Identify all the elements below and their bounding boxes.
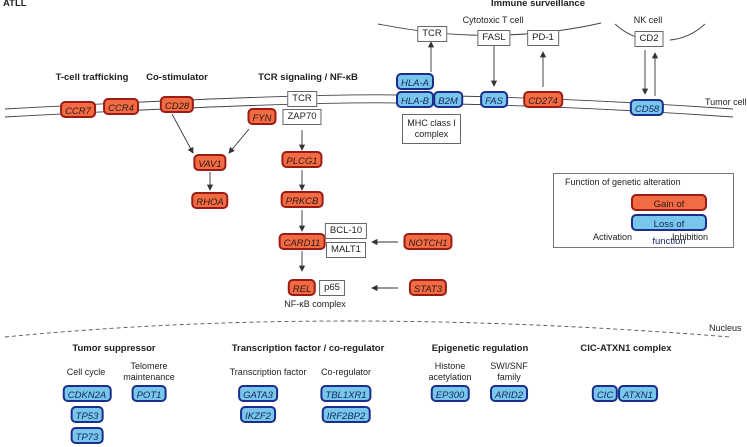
arrow-fyn-vav1	[228, 128, 250, 154]
mhc-class-i-complex: MHC class I complex	[402, 114, 461, 144]
box-zap70: ZAP70	[282, 109, 322, 125]
gene-prkcb: PRKCB	[280, 191, 324, 208]
gene-gata3: GATA3	[238, 385, 278, 402]
gene-pot1: POT1	[131, 385, 167, 402]
figure-title: ATLL	[3, 0, 27, 9]
mhc-label-line1: MHC class I	[407, 118, 456, 128]
label-telomere-2: maintenance	[123, 372, 175, 382]
gene-cic: CIC	[591, 385, 619, 402]
gene-cd274: CD274	[523, 91, 563, 108]
label-cell-cycle: Cell cycle	[66, 367, 106, 377]
gene-rel: REL	[287, 279, 317, 296]
box-cd2: CD2	[634, 31, 664, 47]
gene-irf2bp2: IRF2BP2	[321, 406, 371, 423]
label-histone-1: Histone	[434, 361, 466, 371]
gene-ep300: EP300	[430, 385, 470, 402]
section-transcription: Transcription factor / co-regulator	[231, 343, 385, 354]
box-fasl: FASL	[477, 30, 511, 46]
gene-arid2: ARID2	[490, 385, 528, 402]
legend: Function of genetic alteration Gain of f…	[553, 173, 734, 248]
label-histone-2: acetylation	[428, 372, 472, 382]
cytotoxic-t-cell-label: Cytotoxic T cell	[462, 15, 524, 25]
gene-rhoa: RHOA	[191, 192, 229, 209]
box-tcr-tumor: TCR	[287, 91, 317, 107]
gene-tp73: TP73	[70, 427, 104, 444]
nk-cell-label: NK cell	[633, 15, 663, 25]
section-tumor-suppressor: Tumor suppressor	[72, 343, 156, 354]
gene-card11: CARD11	[278, 233, 326, 250]
box-bcl10: BCL-10	[324, 223, 368, 239]
label-transcription-factor: Transcription factor	[229, 367, 307, 377]
arrow-cd28-vav1	[171, 113, 194, 154]
legend-title: Function of genetic alteration	[565, 177, 681, 187]
box-tcr-ctl: TCR	[417, 26, 447, 42]
gene-cd28: CD28	[159, 96, 195, 113]
gene-ikzf2: IKZF2	[240, 406, 276, 423]
label-swisnf-2: family	[497, 372, 521, 382]
tumor-cell-label: Tumor cell	[705, 97, 747, 107]
gene-fas: FAS	[480, 91, 508, 108]
gene-hla-a: HLA-A	[396, 73, 434, 90]
label-telomere-1: Telomere	[130, 361, 168, 371]
box-p65: p65	[319, 280, 345, 296]
gene-tp53: TP53	[70, 406, 104, 423]
label-swisnf-1: SWI/SNF	[490, 361, 528, 371]
section-immune-surveillance: Immune surveillance	[491, 0, 585, 9]
box-malt1: MALT1	[326, 242, 366, 258]
section-trafficking: T-cell trafficking	[55, 72, 129, 83]
nfkb-complex-label: NF-κB complex	[284, 299, 346, 309]
legend-loss-of-function: Loss of function	[631, 214, 707, 247]
gene-stat3: STAT3	[408, 279, 448, 296]
label-co-regulator: Co-regulator	[320, 367, 372, 377]
legend-gain-of-function: Gain of function	[631, 194, 707, 227]
gene-fyn: FYN	[247, 108, 277, 125]
gene-vav1: VAV1	[193, 154, 227, 171]
gene-ccr7: CCR7	[60, 101, 96, 118]
box-pd1: PD-1	[527, 30, 559, 46]
section-costimulator: Co-stimulator	[146, 72, 208, 83]
legend-inhibition-label: Inhibition	[672, 232, 709, 242]
section-epigenetic: Epigenetic regulation	[431, 343, 529, 354]
gene-hla-b: HLA-B	[396, 91, 434, 108]
gene-b2m: B2M	[433, 91, 463, 108]
gene-notch1: NOTCH1	[403, 233, 453, 250]
nucleus-boundary	[4, 320, 731, 338]
nucleus-label: Nucleus	[709, 323, 742, 333]
gene-cdkn2a: CDKN2A	[62, 385, 112, 402]
legend-activation-label: Activation	[593, 232, 633, 242]
mhc-label-line2: complex	[414, 129, 449, 139]
gene-tbl1xr1: TBL1XR1	[320, 385, 372, 402]
ctl-membrane	[377, 22, 602, 36]
gene-plcg1: PLCG1	[281, 151, 323, 168]
gene-cd58: CD58	[629, 99, 665, 116]
gene-ccr4: CCR4	[103, 98, 139, 115]
section-cic-atxn1: CIC-ATXN1 complex	[580, 343, 672, 354]
gene-atxn1: ATXN1	[618, 385, 658, 402]
section-tcr-signaling: TCR signaling / NF-κB	[258, 72, 358, 83]
